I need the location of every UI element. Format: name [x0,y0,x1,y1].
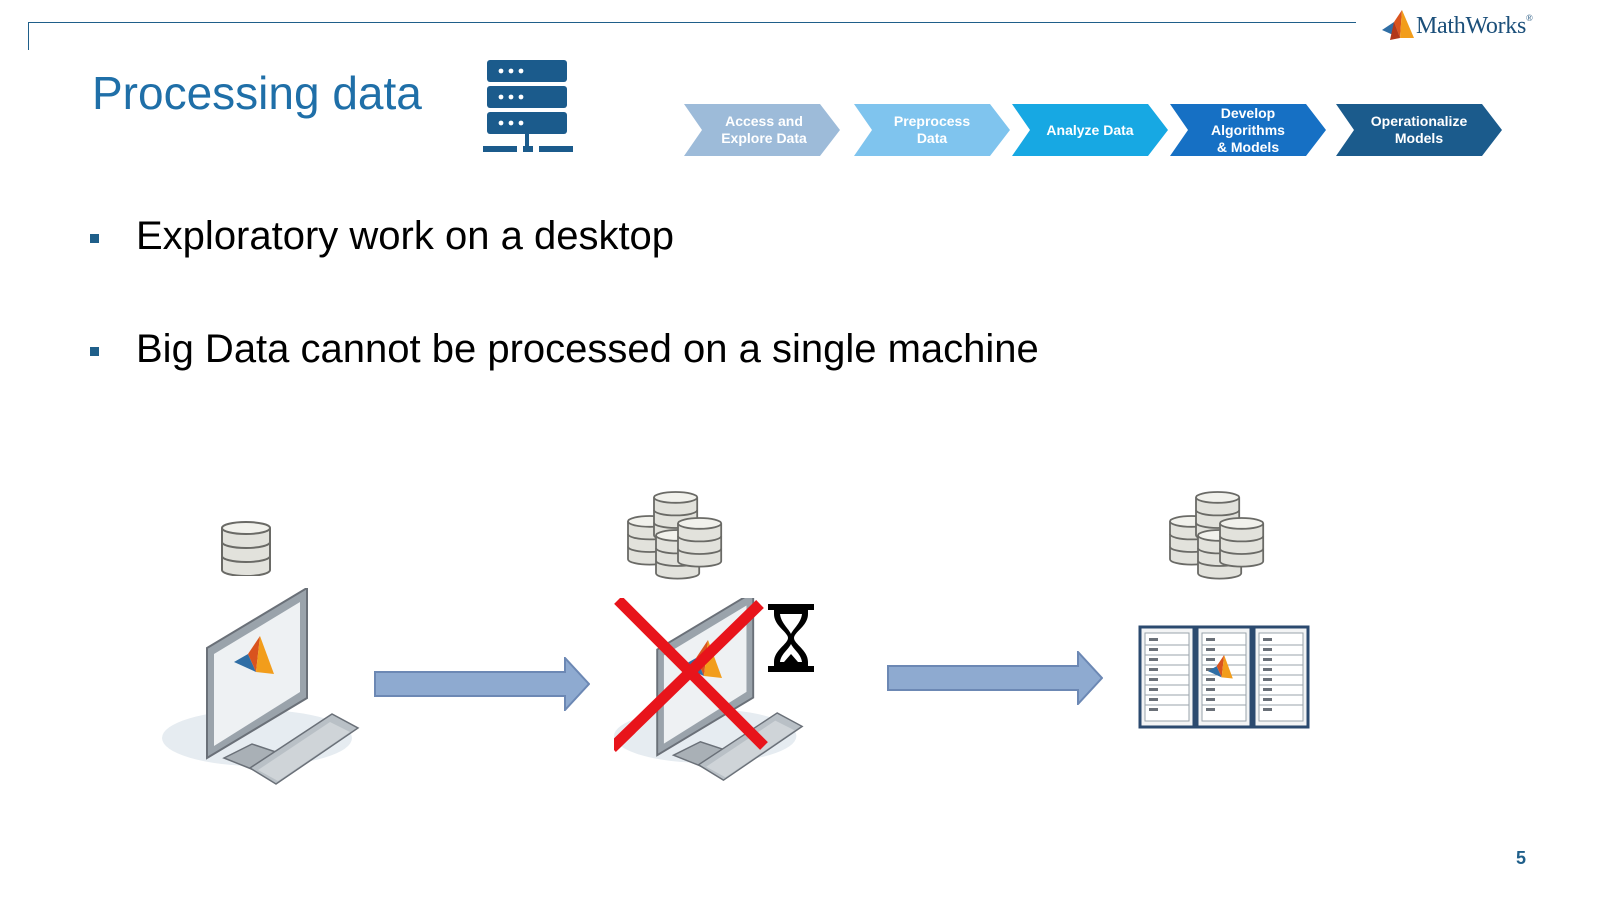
logo-wordmark: MathWorks® [1416,13,1533,39]
desktop-matlab-icon [162,588,359,785]
arrow-right-icon [374,657,590,711]
workflow-step-access-explore: Access and Explore Data [684,104,840,156]
database-stack-icon [627,491,723,580]
database-icon [221,521,271,576]
bullet-marker [90,347,99,356]
workflow-step-label: Access and Explore Data [721,113,807,146]
workflow-step-label: Preprocess Data [893,113,971,146]
page-title: Processing data [92,67,422,119]
workflow-step-label: Develop Algorithms & Models [1211,104,1285,155]
chevron-shape [684,104,840,156]
database-stack-icon [1169,491,1265,580]
hourglass-icon [768,604,814,672]
bullet-marker [90,234,99,243]
workflow-step-label: Analyze Data [1046,121,1134,138]
membrane-logo-icon [1382,10,1414,40]
workflow-step-preprocess: Preprocess Data [854,104,1010,156]
cross-line [614,600,764,752]
server-cluster-icon [1138,625,1310,729]
chevron-shape [1170,104,1326,156]
bullet-text: Big Data cannot be processed on a single… [136,327,1039,371]
header-rule [28,22,1356,23]
arrow-right-icon [887,651,1103,705]
chevron-shape [854,104,1010,156]
server-rack-icon [483,60,573,152]
workflow-steps: Access and Explore Data Preprocess Data … [684,104,1504,156]
workflow-step-analyze: Analyze Data [1012,104,1168,156]
workflow-step-operationalize: Operationalize Models [1336,104,1502,156]
page-number: 5 [1516,848,1527,868]
mathworks-logo: MathWorks® [1380,8,1550,44]
chevron-shape [1336,104,1502,156]
workflow-step-develop: Develop Algorithms & Models [1170,104,1326,156]
header-rule-tick [28,22,29,50]
bullet-text: Exploratory work on a desktop [136,214,675,258]
desktop-crossed-out-icon [614,598,804,782]
chevron-shape [1012,104,1168,156]
workflow-step-label: Operationalize Models [1370,113,1468,146]
